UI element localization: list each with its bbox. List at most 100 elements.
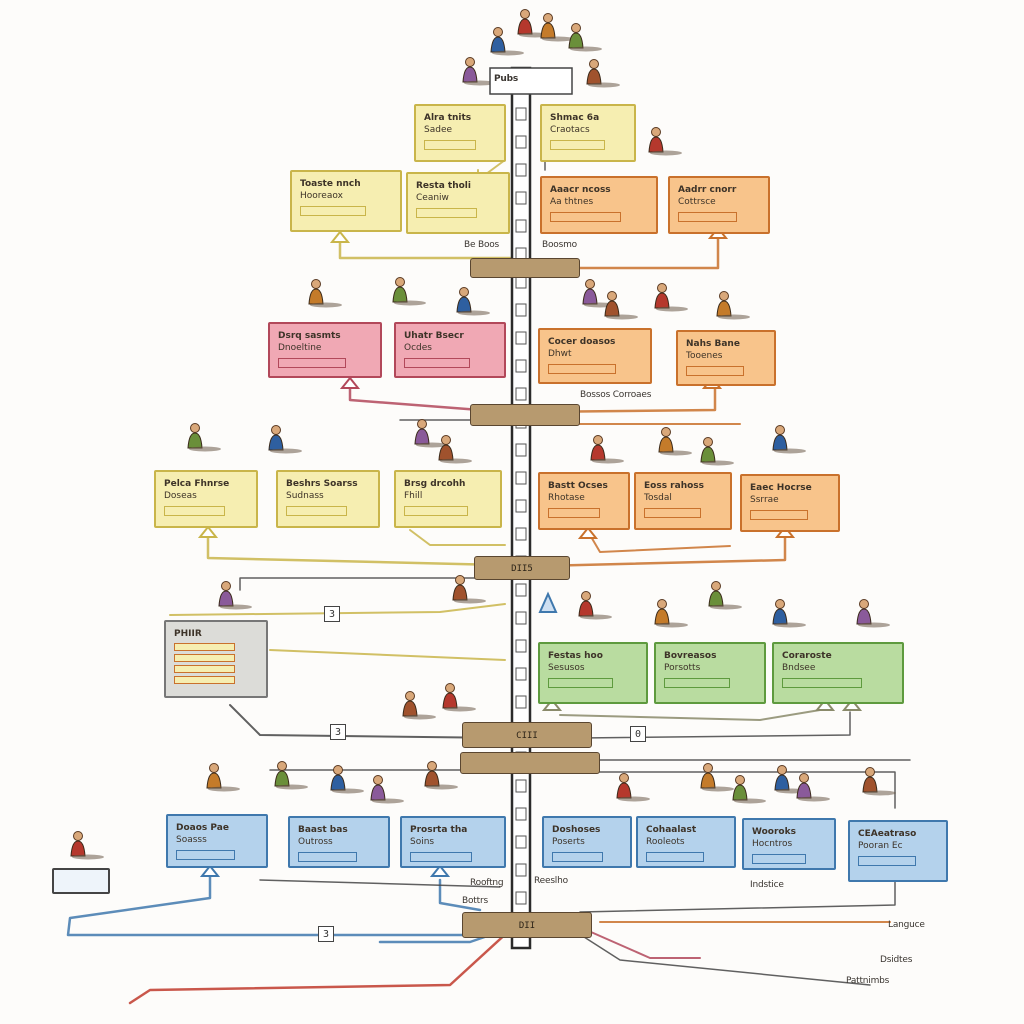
person-ground-shadow (702, 460, 734, 466)
person-icon-body (268, 434, 284, 451)
node-inner-bar (424, 140, 477, 150)
connector-line (579, 711, 851, 739)
node-inner-bar (644, 508, 701, 518)
step-marker: 3 (318, 926, 334, 942)
person-ground-shadow (702, 786, 734, 792)
person-icon-body (438, 444, 454, 461)
person-icon-body (604, 300, 620, 317)
node-inner-bar (286, 506, 347, 516)
person-ground-shadow (464, 80, 496, 86)
node-inner-bar (782, 678, 863, 688)
node-title: Alra tnits (424, 113, 472, 123)
connector-line (169, 603, 506, 616)
panel-row (174, 676, 235, 684)
connector-line (128, 928, 512, 1005)
node-inner-bar (176, 850, 236, 860)
node-title: Nahs Bane (686, 339, 740, 349)
person-icon (775, 599, 785, 609)
connector-line (579, 771, 896, 809)
node-title: Prosrta tha (410, 825, 468, 835)
node-inner-bar (404, 506, 468, 516)
person-ground-shadow (426, 784, 458, 790)
node-text: Outross (298, 837, 333, 847)
node-text: Bndsee (782, 663, 816, 673)
junction-hub (470, 258, 580, 278)
person-icon-body (856, 608, 872, 625)
person-icon (703, 437, 713, 447)
trunk-segment (515, 163, 527, 177)
person-icon (719, 291, 729, 301)
person-icon (543, 13, 553, 23)
person-icon-body (540, 22, 556, 39)
person-icon (333, 765, 343, 775)
connector-line (259, 879, 501, 888)
person-icon-body (616, 782, 632, 799)
node-text: Soins (410, 837, 435, 847)
person-icon (657, 283, 667, 293)
junction-hub: CIII (462, 722, 592, 748)
trunk-segment (515, 639, 527, 653)
person-ground-shadow (220, 604, 252, 610)
person-ground-shadow (404, 714, 436, 720)
node-title: Baast bas (298, 825, 348, 835)
person-ground-shadow (394, 300, 426, 306)
node-inner-bar (550, 212, 621, 222)
trunk-segment (515, 835, 527, 849)
person-icon (661, 427, 671, 437)
person-icon (585, 279, 595, 289)
person-icon (441, 435, 451, 445)
person-ground-shadow (276, 784, 308, 790)
junction-hub (470, 404, 580, 426)
node-title: Brsg drcohh (404, 479, 466, 489)
person-icon-body (586, 68, 602, 85)
person-icon (520, 9, 530, 19)
person-ground-shadow (310, 302, 342, 308)
person-ground-shadow (458, 310, 490, 316)
side-label: Indstice (750, 880, 784, 890)
person-icon (190, 423, 200, 433)
person-ground-shadow (570, 46, 602, 52)
up-arrow-icon (814, 698, 836, 711)
junction-hub: DII (462, 912, 592, 938)
person-ground-shadow (332, 788, 364, 794)
trunk-segment (515, 667, 527, 681)
person-icon (405, 691, 415, 701)
person-ground-shadow (864, 790, 896, 796)
node-text: Dhwt (548, 349, 572, 359)
person-icon-body (700, 772, 716, 789)
node-title: Cohaalast (646, 825, 697, 835)
person-icon (589, 59, 599, 69)
node-text: Poserts (552, 837, 585, 847)
person-icon (593, 435, 603, 445)
panel-row (174, 643, 235, 651)
node-text: Rhotase (548, 493, 585, 503)
node-inner-bar (404, 358, 471, 368)
person-icon (711, 581, 721, 591)
person-icon-body (568, 32, 584, 49)
node-title: Festas hoo (548, 651, 603, 661)
node-text: Ssrrae (750, 495, 779, 505)
person-icon (277, 761, 287, 771)
trunk-segment (515, 863, 527, 877)
node-inner-bar (664, 678, 731, 688)
node-inner-bar (164, 506, 225, 516)
person-icon-body (708, 590, 724, 607)
node-text: Sadee (424, 125, 453, 135)
side-label: Rooftng (470, 878, 504, 888)
node-inner-bar (550, 140, 606, 150)
connector-line (348, 378, 482, 412)
node-title: Cocer doasos (548, 337, 616, 347)
top-table-label: Pubs (494, 74, 519, 84)
trunk-segment (515, 611, 527, 625)
node-title: PHIIR (174, 629, 202, 639)
step-marker: 3 (324, 606, 340, 622)
side-label: Boosmo (542, 240, 577, 250)
node-text: Doseas (164, 491, 197, 501)
person-icon (657, 599, 667, 609)
